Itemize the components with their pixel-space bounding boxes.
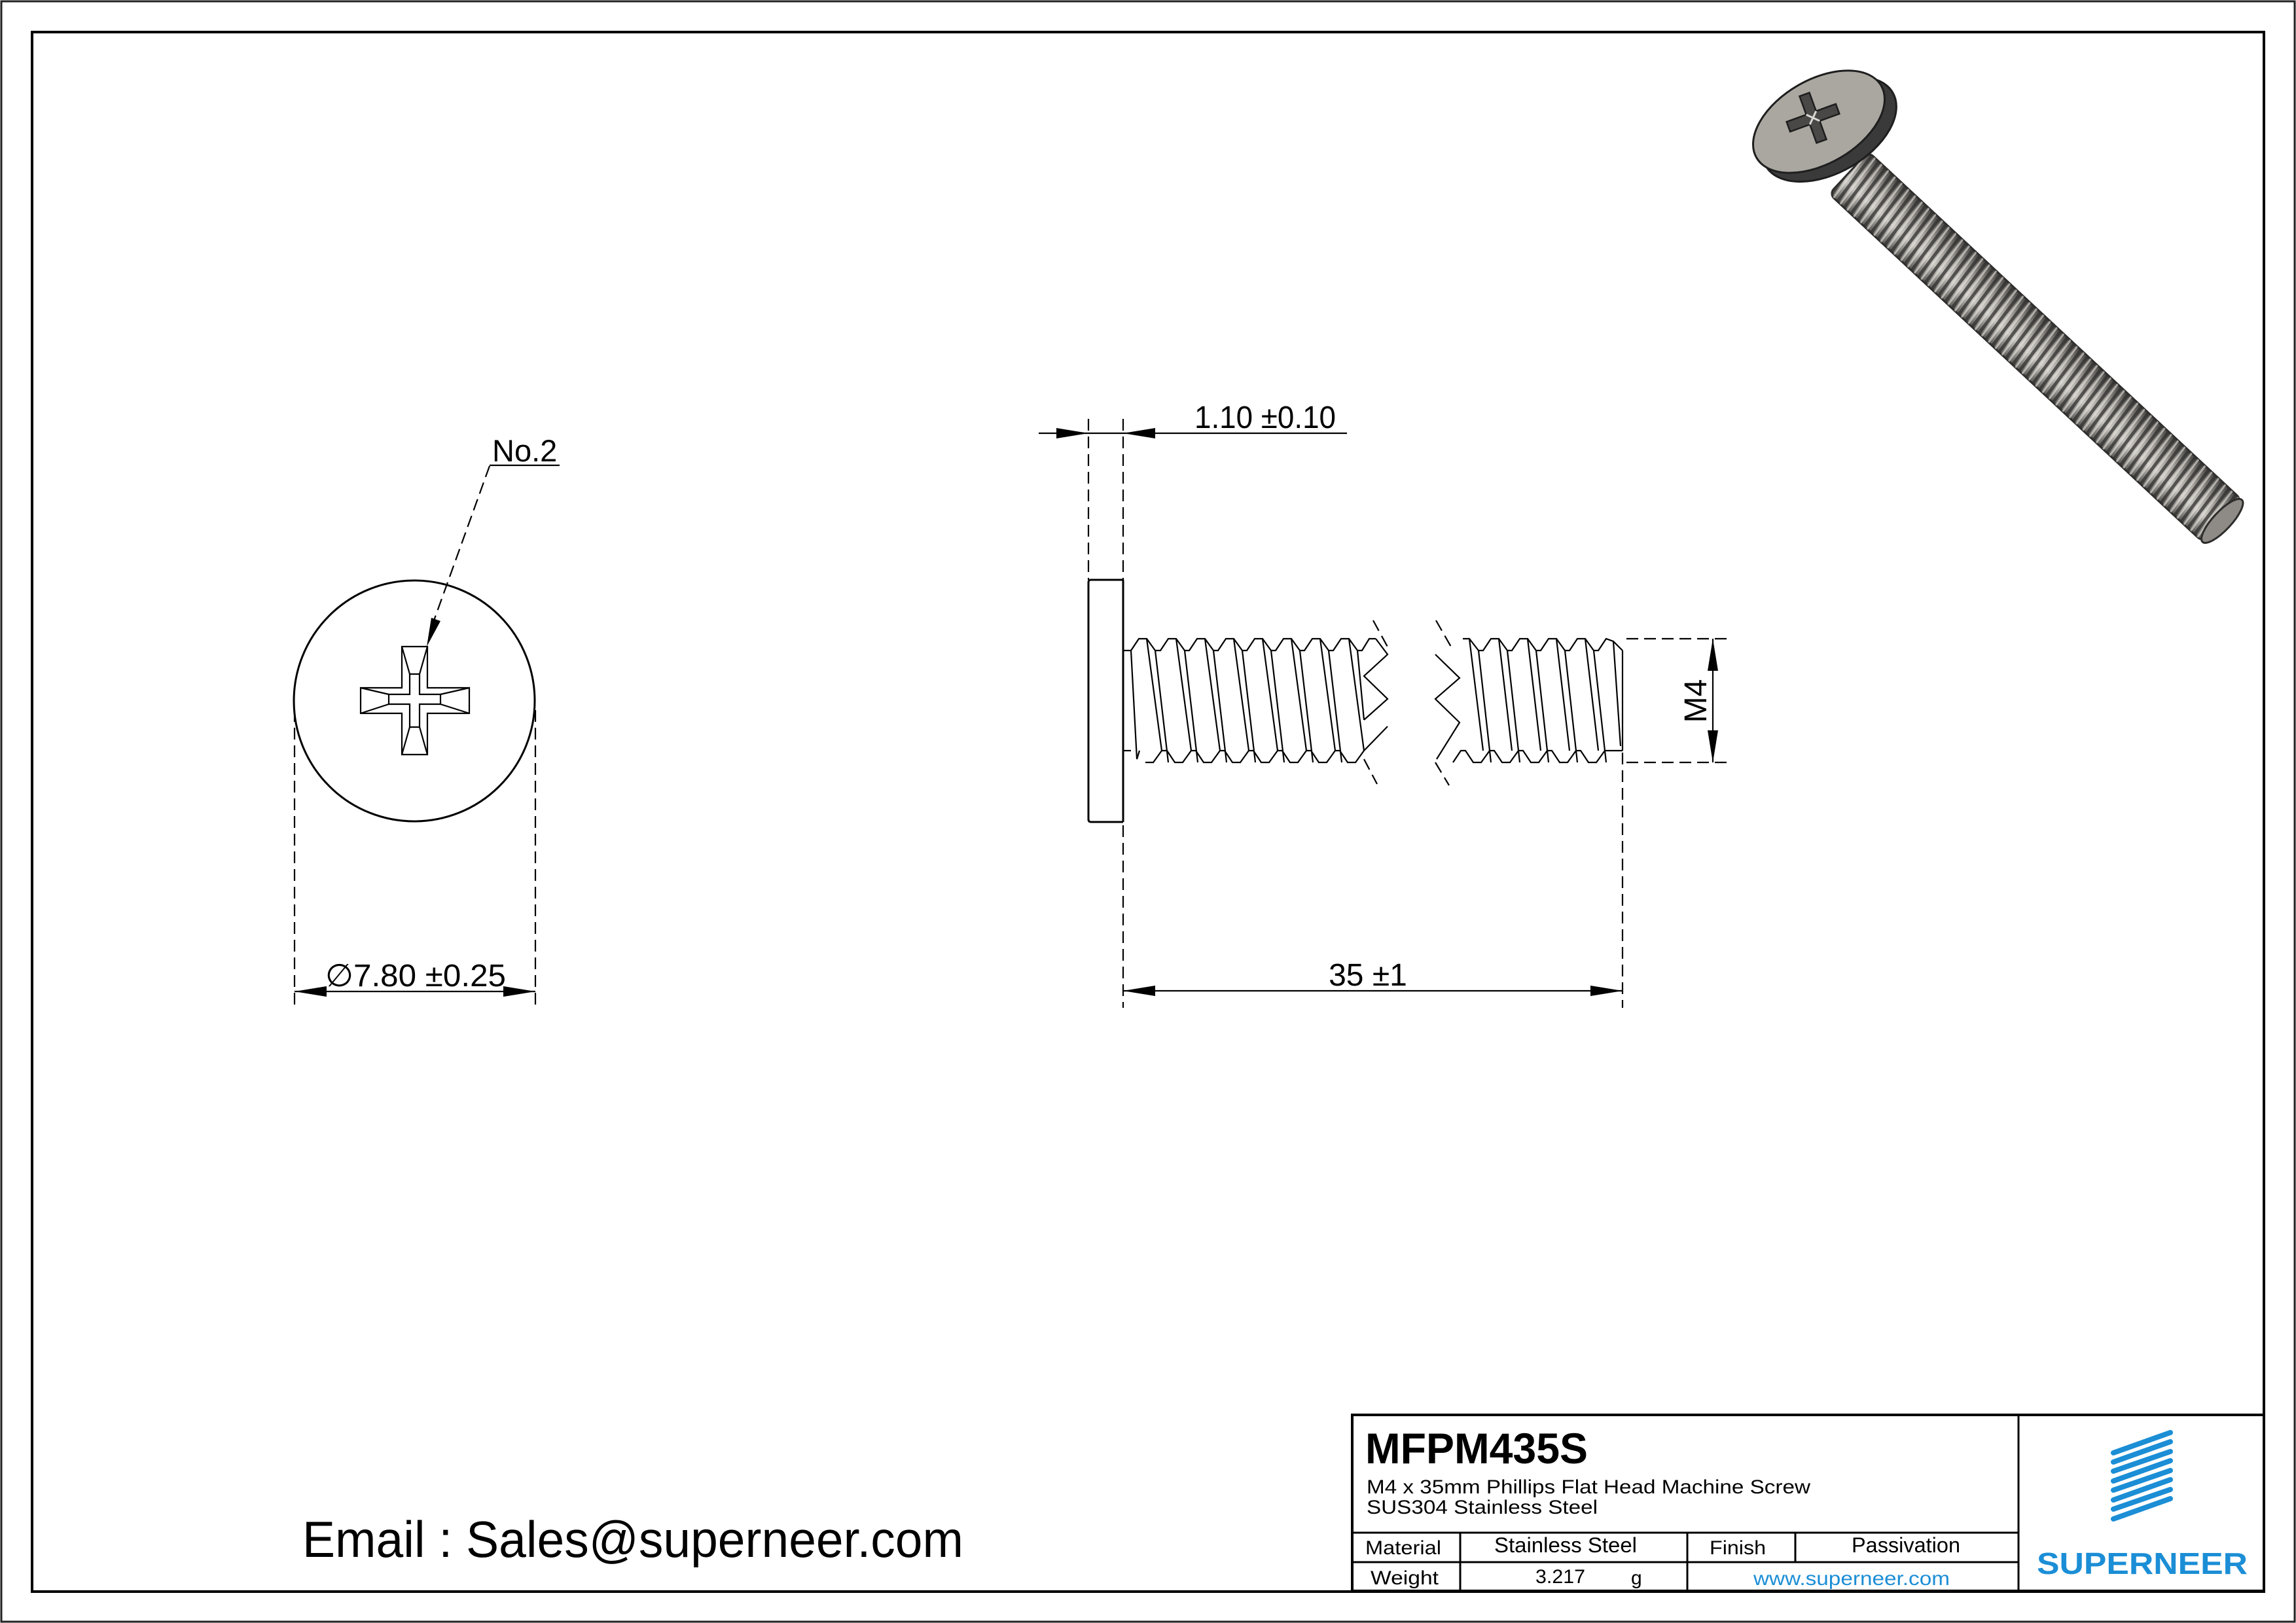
weight-unit: g — [1631, 1567, 1642, 1589]
thread-section-left — [1123, 637, 1389, 764]
value-material: Stainless Steel — [1494, 1533, 1637, 1557]
screw-head-side — [1087, 579, 1123, 823]
dim-arrow-length-right — [1590, 986, 1623, 996]
dim-arrow-thread-bottom — [1708, 730, 1718, 762]
break-line-left — [1363, 620, 1390, 785]
dim-arrow-head-left — [1056, 428, 1088, 438]
dim-arrow-thread-top — [1708, 639, 1718, 671]
thread-helix-lines — [1145, 638, 1365, 763]
dim-arrow-left — [295, 986, 327, 997]
thread-section-right — [1434, 637, 1624, 764]
contact-email[interactable]: Email : Sales@superneer.com — [302, 1510, 963, 1568]
isometric-screw-render — [1752, 69, 2244, 544]
part-number: MFPM435S — [1365, 1424, 1588, 1472]
description-line-2: SUS304 Stainless Steel — [1367, 1497, 1598, 1518]
top-view: No.2 ∅7.80 ±0.25 — [293, 433, 560, 1008]
thread-size-text: M4 — [1679, 679, 1713, 723]
head-outline-circle — [293, 579, 536, 823]
description-line-1: M4 x 35mm Phillips Flat Head Machine Scr… — [1367, 1476, 1810, 1498]
recess-leader-line — [433, 465, 491, 621]
dim-arrow-right — [503, 986, 535, 997]
label-finish: Finish — [1710, 1537, 1766, 1559]
recess-size-callout: No.2 — [492, 433, 557, 468]
side-view: 1.10 ±0.10 35 ±1 M4 — [1039, 401, 1729, 1008]
title-block: MFPM435S M4 x 35mm Phillips Flat Head Ma… — [1351, 1414, 2265, 1592]
render-shaft-tip — [2200, 497, 2244, 544]
label-material: Material — [1365, 1537, 1441, 1559]
dim-arrow-length-left — [1123, 986, 1155, 996]
logo-wordmark: SUPERNEER — [2037, 1546, 2248, 1580]
render-phillips-recess-icon — [1785, 91, 1840, 145]
superneer-logo-icon — [2111, 1430, 2173, 1522]
website-link[interactable]: www.superneer.com — [1753, 1568, 1950, 1590]
length-dimension-text: 35 ±1 — [1329, 958, 1407, 993]
diameter-dimension-text: ∅7.80 ±0.25 — [325, 959, 506, 993]
dim-arrow-head-right — [1123, 428, 1155, 438]
label-weight: Weight — [1371, 1567, 1439, 1589]
value-finish: Passivation — [1852, 1533, 1960, 1557]
break-line-right — [1435, 620, 1452, 786]
drawing-frame — [31, 31, 2265, 1593]
leader-arrowhead — [427, 618, 440, 647]
phillips-recess-icon — [359, 645, 471, 756]
value-weight: 3.217 — [1535, 1566, 1585, 1588]
head-thickness-dimension-text: 1.10 ±0.10 — [1194, 401, 1336, 435]
